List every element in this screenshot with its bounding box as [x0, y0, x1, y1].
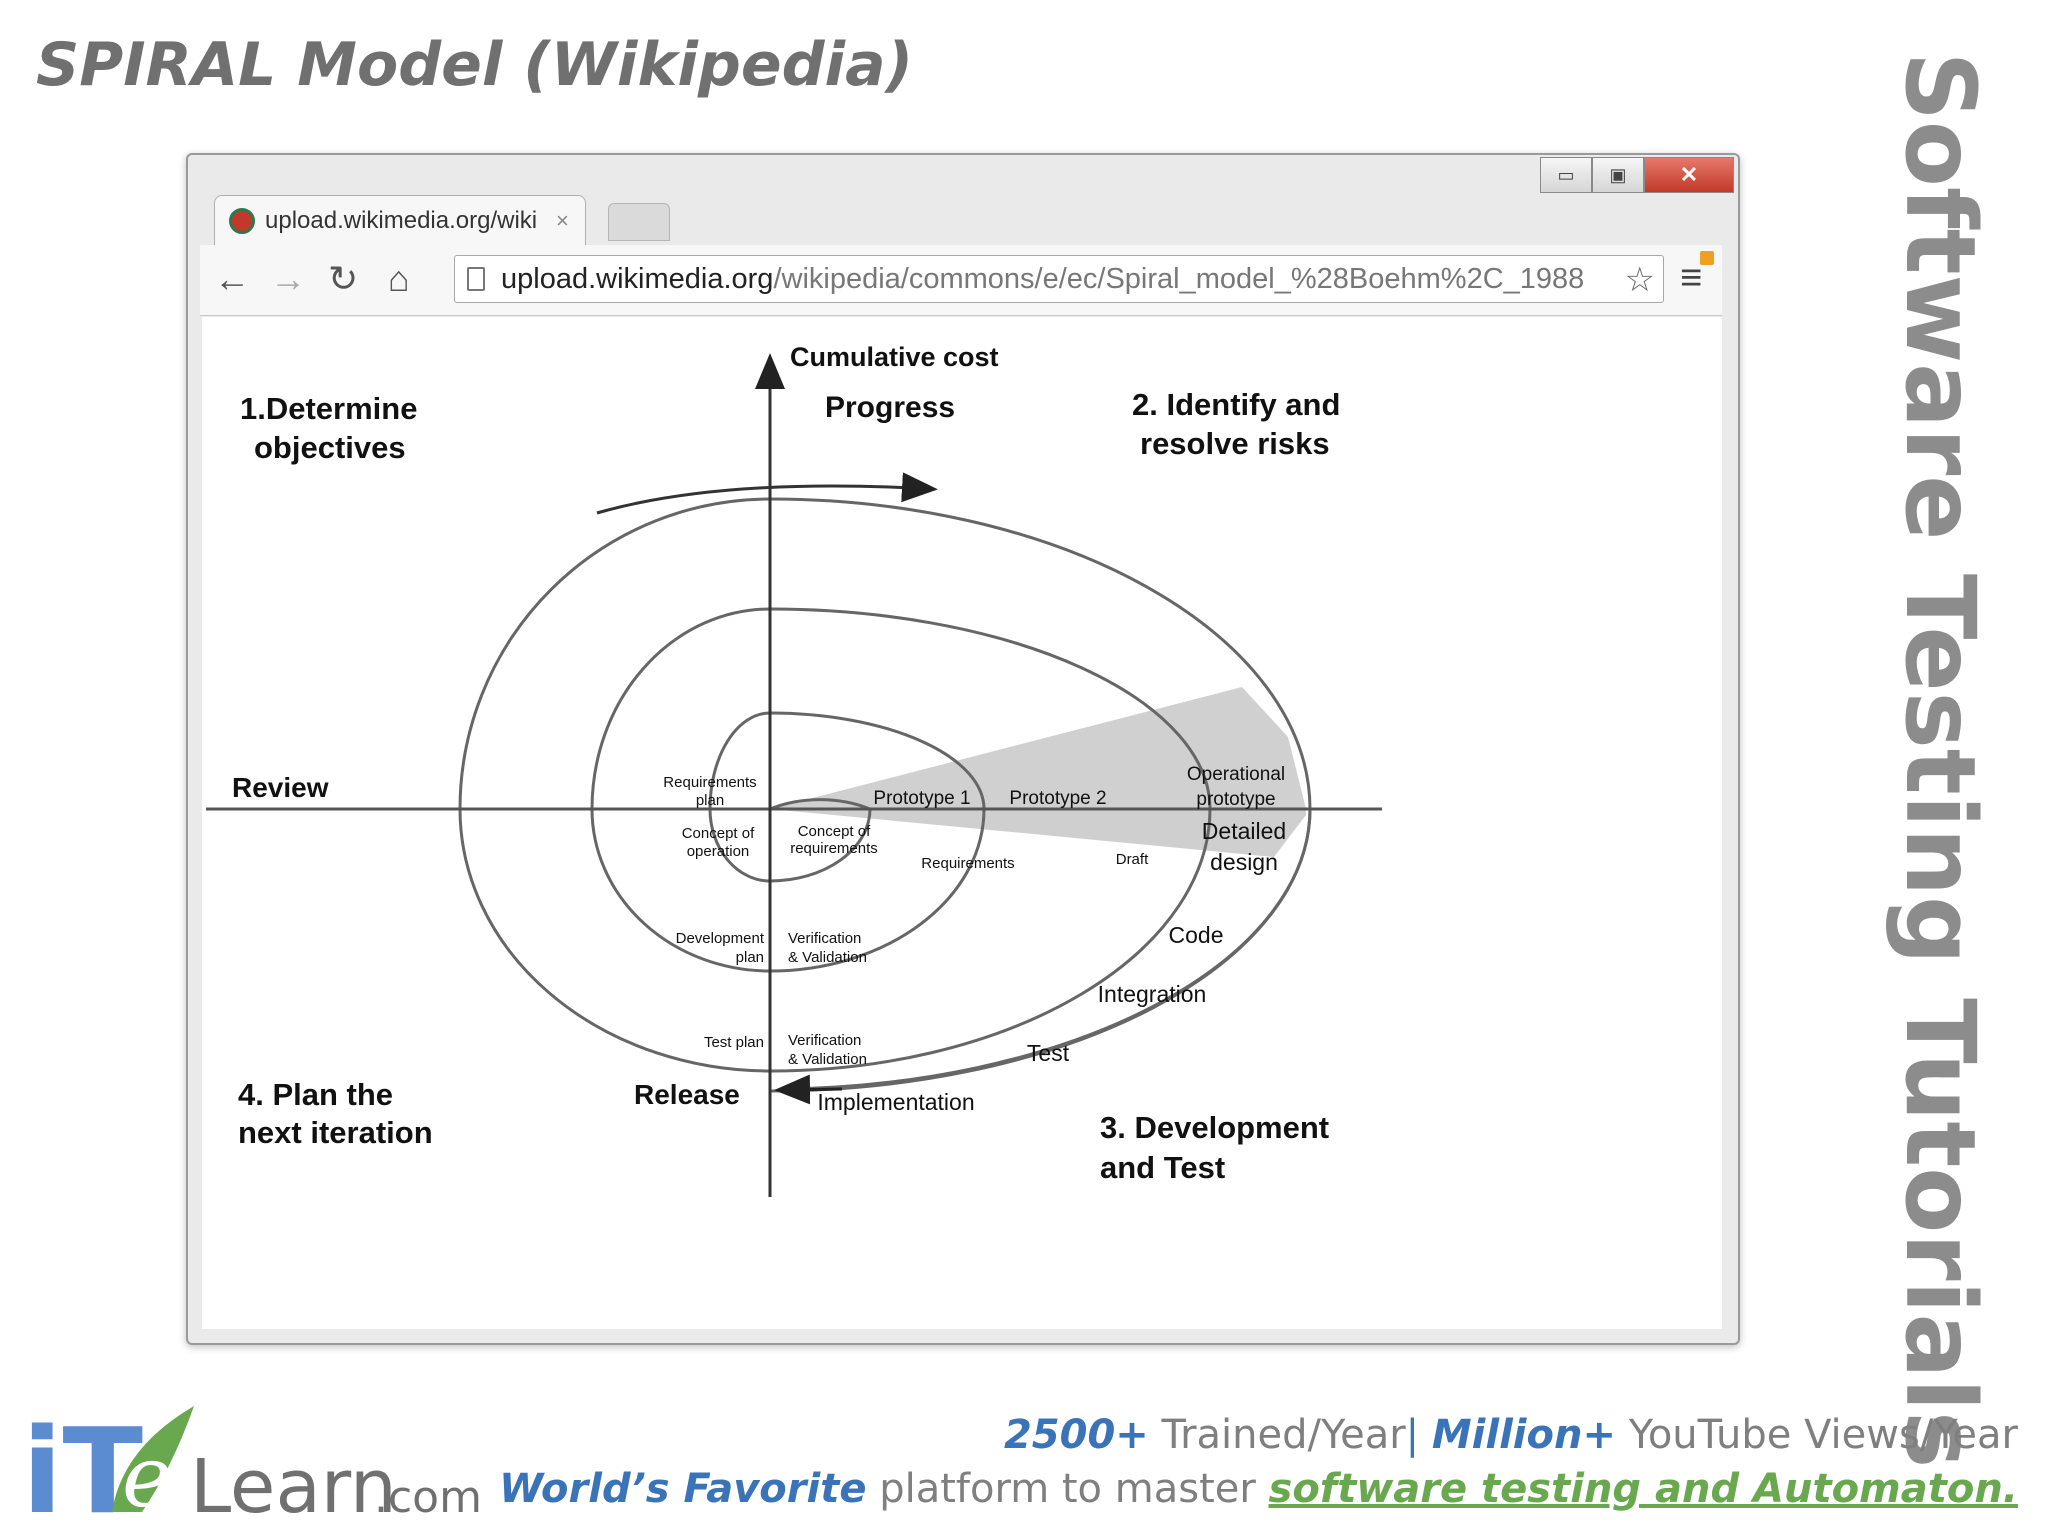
- test-plan-label: Test plan: [704, 1034, 764, 1051]
- browser-tab[interactable]: upload.wikimedia.org/wiki ×: [214, 195, 586, 245]
- test-label: Test: [1027, 1040, 1070, 1066]
- implementation-label: Implementation: [817, 1089, 974, 1115]
- requirements-plan-line2: plan: [696, 792, 724, 809]
- concept-operation-line2: operation: [687, 843, 750, 860]
- address-bar[interactable]: upload.wikimedia.org/wikipedia/commons/e…: [454, 255, 1664, 303]
- verification2-line2: & Validation: [788, 1051, 867, 1068]
- browser-window: ▭ ▣ ✕ upload.wikimedia.org/wiki × ← → ↻ …: [186, 153, 1740, 1345]
- logo-leaf-icon: [112, 1406, 194, 1512]
- tab-close-icon[interactable]: ×: [556, 207, 569, 233]
- draft-label: Draft: [1116, 851, 1149, 868]
- home-icon[interactable]: ⌂: [388, 258, 410, 299]
- tagline-emphasis: World’s Favorite: [499, 1466, 867, 1512]
- new-tab-button[interactable]: [608, 203, 670, 241]
- logo-com: .com: [374, 1472, 482, 1523]
- footer-tagline: World’s Favorite platform to master soft…: [499, 1466, 2018, 1512]
- prototype2-label: Prototype 2: [1009, 788, 1106, 809]
- concept-operation-line1: Concept of: [682, 825, 755, 842]
- tab-label: upload.wikimedia.org/wiki: [265, 206, 538, 234]
- star-icon[interactable]: ☆: [1624, 261, 1655, 299]
- trained-count: 2500+: [1003, 1412, 1149, 1458]
- operational-prototype-line2: prototype: [1196, 789, 1275, 810]
- views-count: Million+: [1431, 1412, 1616, 1458]
- outer-spiral-tail: [783, 808, 1312, 1091]
- trained-text: Trained/Year: [1148, 1412, 1406, 1458]
- progress-label: Progress: [825, 391, 955, 424]
- side-watermark-text: Software Testing Tutorials: [1884, 51, 1996, 1469]
- prototype1-label: Prototype 1: [873, 788, 970, 809]
- detailed-design-line2: design: [1210, 849, 1278, 875]
- concept-requirements-line1: Concept of: [798, 823, 871, 840]
- prototype-wedge: [770, 809, 1306, 857]
- menu-icon[interactable]: ≡: [1680, 257, 1703, 299]
- verification2-line1: Verification: [788, 1032, 861, 1049]
- development-plan-line2: plan: [736, 949, 764, 966]
- cumulative-cost-label: Cumulative cost: [790, 342, 999, 372]
- reload-icon[interactable]: ↻: [328, 258, 359, 299]
- logo-learn: Learn: [190, 1444, 397, 1528]
- views-text: YouTube Views/Year: [1615, 1412, 2018, 1458]
- progress-arrow: [596, 472, 938, 515]
- page-icon: [467, 267, 485, 291]
- slide-title: SPIRAL Model (Wikipedia): [36, 30, 914, 100]
- quadrant1-line1: 1.Determine: [240, 391, 417, 426]
- quadrant1-line2: objectives: [254, 430, 406, 465]
- concept-requirements-line2: requirements: [790, 840, 878, 857]
- url-host: upload.wikimedia.org: [501, 262, 774, 295]
- review-label: Review: [232, 772, 329, 803]
- forward-arrow-icon[interactable]: →: [270, 258, 306, 299]
- verification1-line2: & Validation: [788, 949, 867, 966]
- browser-toolbar: ← → ↻ ⌂ upload.wikimedia.org/wikipedia/c…: [200, 245, 1722, 316]
- quadrant3-line1: 3. Development: [1100, 1110, 1329, 1145]
- quadrant4-line1: 4. Plan the: [238, 1077, 393, 1112]
- quadrant3-line2: and Test: [1100, 1150, 1225, 1185]
- shaded-region: [770, 687, 1306, 809]
- quadrant2-line1: 2. Identify and: [1132, 387, 1340, 422]
- minimize-button[interactable]: ▭: [1540, 157, 1592, 193]
- verification1-line1: Verification: [788, 930, 861, 947]
- release-arrow: [774, 1074, 843, 1105]
- quadrant4-line2: next iteration: [238, 1115, 433, 1150]
- back-arrow-icon[interactable]: ←: [214, 258, 250, 299]
- tagline-link[interactable]: software testing and Automaton.: [1268, 1466, 2018, 1512]
- update-badge-icon: [1700, 251, 1714, 265]
- release-label: Release: [634, 1079, 740, 1110]
- page-content: Cumulative cost Progress 1.Determine obj…: [202, 317, 1722, 1329]
- spiral-diagram: Cumulative cost Progress 1.Determine obj…: [206, 342, 1382, 1197]
- requirements-label: Requirements: [921, 855, 1014, 872]
- integration-label: Integration: [1098, 981, 1207, 1007]
- detailed-design-line1: Detailed: [1202, 818, 1286, 844]
- requirements-plan-line1: Requirements: [663, 774, 756, 791]
- logo-e: e: [122, 1428, 172, 1526]
- maximize-button[interactable]: ▣: [1592, 157, 1644, 193]
- stats-separator: |: [1405, 1412, 1432, 1458]
- quadrant2-line2: resolve risks: [1140, 426, 1330, 461]
- footer-stats: 2500+ Trained/Year| Million+ YouTube Vie…: [1004, 1412, 2018, 1458]
- development-plan-line1: Development: [676, 930, 765, 947]
- tagline-text: platform to master: [866, 1466, 1269, 1512]
- window-controls: ▭ ▣ ✕: [1540, 157, 1734, 193]
- spiral-path: [458, 497, 1312, 1093]
- wikimedia-favicon-icon: [229, 207, 255, 234]
- code-label: Code: [1169, 922, 1224, 948]
- close-window-button[interactable]: ✕: [1644, 157, 1734, 193]
- itelearn-logo: iT e Learn .com: [22, 1402, 482, 1528]
- operational-prototype-line1: Operational: [1187, 764, 1285, 785]
- url-path: /wikipedia/commons/e/ec/Spiral_model_%28…: [773, 262, 1585, 295]
